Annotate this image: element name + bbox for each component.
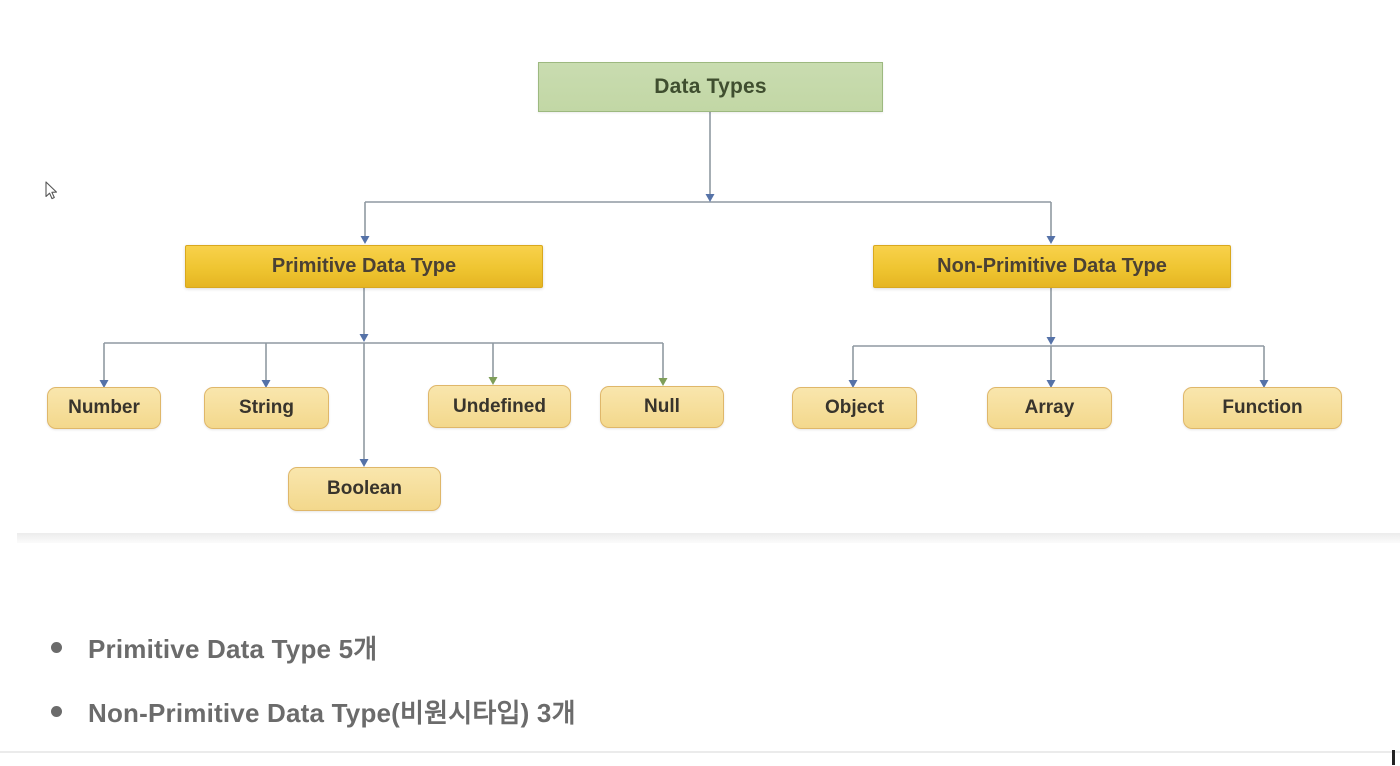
note-primitive-count: Primitive Data Type 5개 [88, 633, 378, 664]
node-number: Number [47, 387, 161, 429]
page-divider [0, 751, 1400, 753]
node-data-types: Data Types [538, 62, 883, 112]
note-non-primitive-count: Non-Primitive Data Type(비원시타입) 3개 [88, 697, 576, 728]
arrow-to-null [658, 378, 668, 386]
arrow-to-undefined [488, 377, 498, 385]
bullet-icon [51, 705, 62, 717]
slide-bottom-edge [17, 533, 1400, 543]
arrow-to-non-primitive [1046, 236, 1056, 244]
mouse-cursor-icon [45, 181, 58, 200]
arrow-to-primitive [360, 236, 370, 244]
list-item: Non-Primitive Data Type(비원시타입) 3개 [44, 692, 1244, 730]
node-undefined: Undefined [428, 385, 571, 428]
notes-list: Primitive Data Type 5개 Non-Primitive Dat… [44, 628, 1244, 756]
arrow-non-primitive-to-rail [1046, 337, 1056, 345]
arrow-root-to-rail [705, 194, 715, 202]
node-boolean: Boolean [288, 467, 441, 511]
node-object: Object [792, 387, 917, 429]
list-item: Primitive Data Type 5개 [44, 628, 1244, 666]
node-string: String [204, 387, 329, 429]
node-array: Array [987, 387, 1112, 429]
node-primitive-data-type: Primitive Data Type [185, 245, 543, 288]
node-null: Null [600, 386, 724, 428]
arrow-primitive-to-rail [359, 334, 369, 342]
bullet-icon [51, 641, 62, 653]
arrow-to-boolean [359, 459, 369, 467]
bottom-right-marker [1392, 750, 1395, 765]
node-non-primitive-data-type: Non-Primitive Data Type [873, 245, 1231, 288]
node-function: Function [1183, 387, 1342, 429]
